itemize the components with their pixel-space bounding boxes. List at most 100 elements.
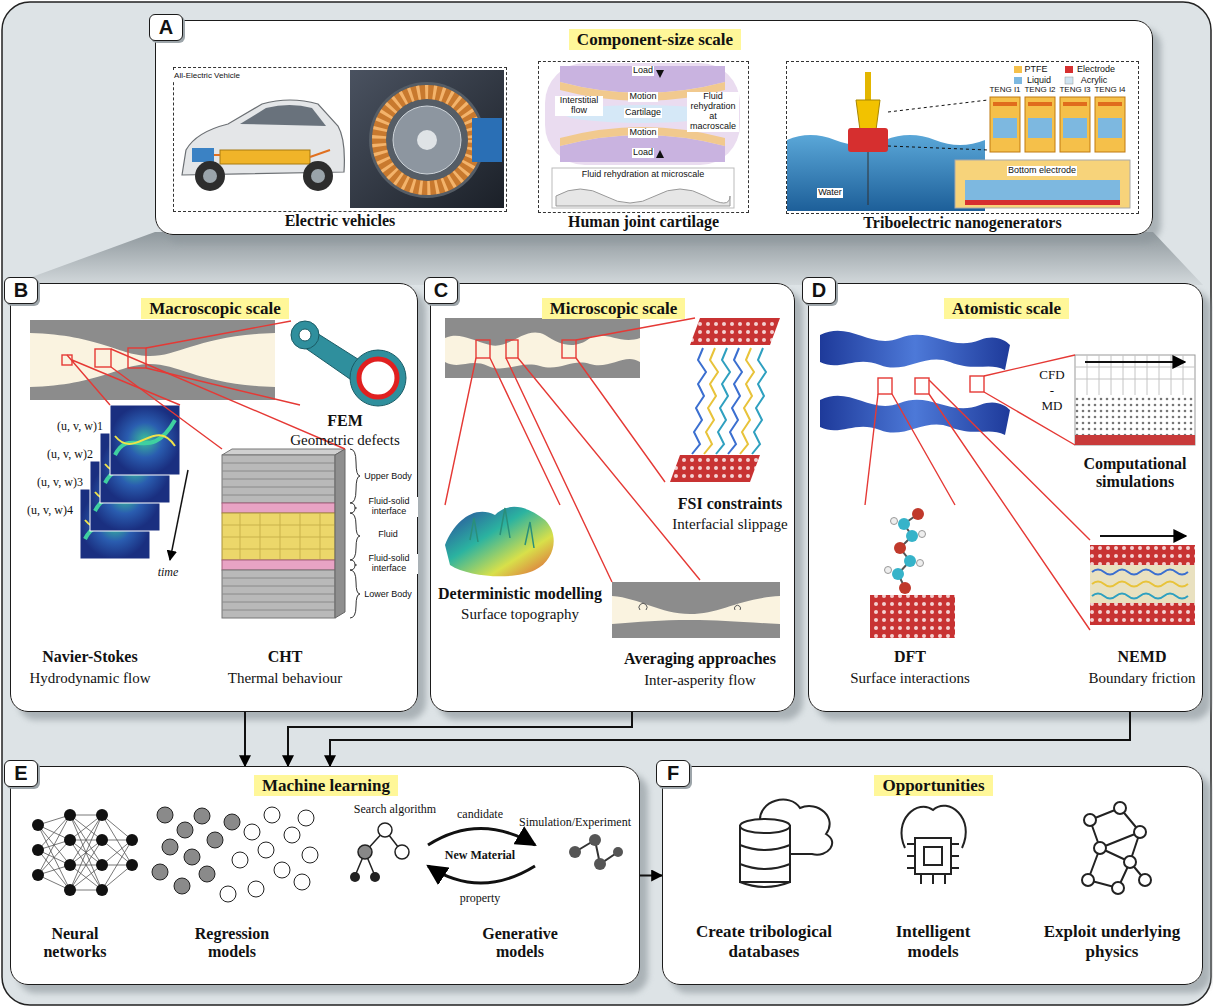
triboelectric-picture-part <box>1095 97 1125 152</box>
callout-lines-part <box>984 355 1075 445</box>
inter-asperity-flow-part <box>639 603 741 610</box>
heat-transfer-stack-part <box>222 570 335 618</box>
figure-label: DFT <box>894 648 926 666</box>
neural-network-icon <box>32 809 138 896</box>
callout-lines-part <box>476 340 490 358</box>
figure-label: Computational simulations <box>1073 455 1197 492</box>
physics-network-icon <box>1082 802 1151 894</box>
electric-vehicle-picture-part <box>240 105 326 126</box>
neural-network-icon-part <box>32 809 138 896</box>
database-icon <box>740 800 832 887</box>
cfd-md-box-part <box>1075 355 1195 445</box>
connecting-rod <box>291 321 406 406</box>
triboelectric-picture-part <box>1065 66 1073 73</box>
panel-badge: B <box>4 277 38 304</box>
fsi-molecules-part <box>670 455 760 482</box>
electric-vehicle-picture-part <box>417 130 437 150</box>
inter-asperity-flow-part <box>612 620 780 638</box>
heat-transfer-stack-part <box>222 449 345 455</box>
physics-network-icon-part <box>1082 802 1151 894</box>
figure-label: Exploit underlying physics <box>1037 922 1187 961</box>
triboelectric-picture-part <box>1060 97 1090 152</box>
regression-scatter-part-part <box>248 881 264 897</box>
dft-molecule-part <box>917 560 924 567</box>
generative-cycle-part <box>378 823 392 837</box>
figure-label: NEMD <box>1118 648 1167 666</box>
heat-transfer-stack-part <box>222 578 335 610</box>
electric-vehicle-picture-part <box>311 169 325 183</box>
fsi-molecules-part <box>716 348 730 454</box>
callout-lines-part <box>146 321 300 405</box>
figure-label: Boundary friction <box>1088 670 1195 687</box>
figure-label: - <box>1050 384 1054 399</box>
figure-label: MD <box>1042 399 1063 414</box>
panel-letter: B <box>5 278 37 302</box>
panel-badge: A <box>149 14 183 41</box>
triboelectric-picture-part <box>856 100 880 130</box>
callout-lines-part <box>865 394 955 505</box>
neural-network-icon-part-part <box>96 834 108 846</box>
figure-label: Search algorithm <box>354 803 436 817</box>
database-icon-part <box>740 826 790 882</box>
fsi-molecules-part <box>740 348 754 454</box>
triboelectric-picture-part <box>1098 118 1122 138</box>
figure-label: Upper Body <box>363 472 413 482</box>
figure-label: Load <box>632 66 654 76</box>
dft-molecule-part <box>891 518 898 525</box>
heat-transfer-stack-part <box>222 463 335 495</box>
regression-scatter-part-part <box>258 842 274 858</box>
database-icon-part <box>740 819 790 833</box>
panel-fills-part <box>662 766 1203 985</box>
regression-scatter-part-part <box>184 849 200 865</box>
fsi-molecules-part <box>704 348 718 454</box>
physics-network-icon-part-part <box>1114 802 1126 814</box>
figure-label: Generative models <box>470 925 570 962</box>
cfd-md-box-part <box>1085 361 1185 363</box>
figure-label: Surface topography <box>461 606 579 623</box>
figure-label: Fluid-solid interface <box>360 497 418 517</box>
figure-label: Cartilage <box>624 108 662 118</box>
fsi-molecules-part <box>752 348 766 454</box>
triboelectric-picture-part <box>990 97 1020 152</box>
nemd-slabs-part <box>1100 535 1186 537</box>
triboelectric-picture-part <box>965 180 1120 200</box>
nemd-slabs-part <box>1090 603 1195 625</box>
regression-scatter-part <box>220 807 318 902</box>
figure-label: Lower Body <box>363 590 413 600</box>
figure-label: Water <box>817 188 843 198</box>
nemd-slabs-part <box>1092 570 1188 575</box>
image-caption: Triboelectric nanogenerators <box>787 214 1138 232</box>
figure-label: candidate <box>457 808 503 822</box>
callout-lines-part <box>445 358 560 505</box>
regression-scatter-part-part <box>264 807 280 823</box>
generative-cycle-part <box>370 872 380 882</box>
cfd-md-box-part <box>1075 395 1195 435</box>
panel-title: Machine learning <box>254 775 398 796</box>
figure-label: TENG I3 <box>1058 86 1091 95</box>
fsi-molecules-part <box>692 348 706 454</box>
electric-vehicle-picture-part <box>214 150 330 157</box>
regression-scatter-part-part <box>162 839 178 855</box>
cartilage-picture-part <box>545 63 740 165</box>
neural-network-icon-part-part <box>126 834 138 846</box>
panel-fills-part <box>10 766 640 985</box>
heat-transfer-stack-part <box>222 455 335 503</box>
figure-label: Deterministic modelling <box>438 585 602 603</box>
connecting-rod-part <box>291 321 319 349</box>
callout-lines-part <box>67 355 180 405</box>
fsi-molecules <box>670 318 780 482</box>
callout-lines-part <box>929 380 1090 630</box>
image-frame: Electric vehicles <box>173 67 507 212</box>
image-caption: Human joint cartilage <box>539 213 748 231</box>
neural-network-icon-part-part <box>96 809 108 821</box>
electric-vehicle-picture-part <box>379 92 475 188</box>
time-arrow <box>170 470 188 560</box>
regression-scatter-part-part <box>284 827 300 843</box>
triboelectric-picture-part <box>1014 66 1022 73</box>
flow-arrow <box>330 712 1130 766</box>
panel-title: Opportunities <box>874 775 992 796</box>
callout-lines-part <box>506 358 700 582</box>
